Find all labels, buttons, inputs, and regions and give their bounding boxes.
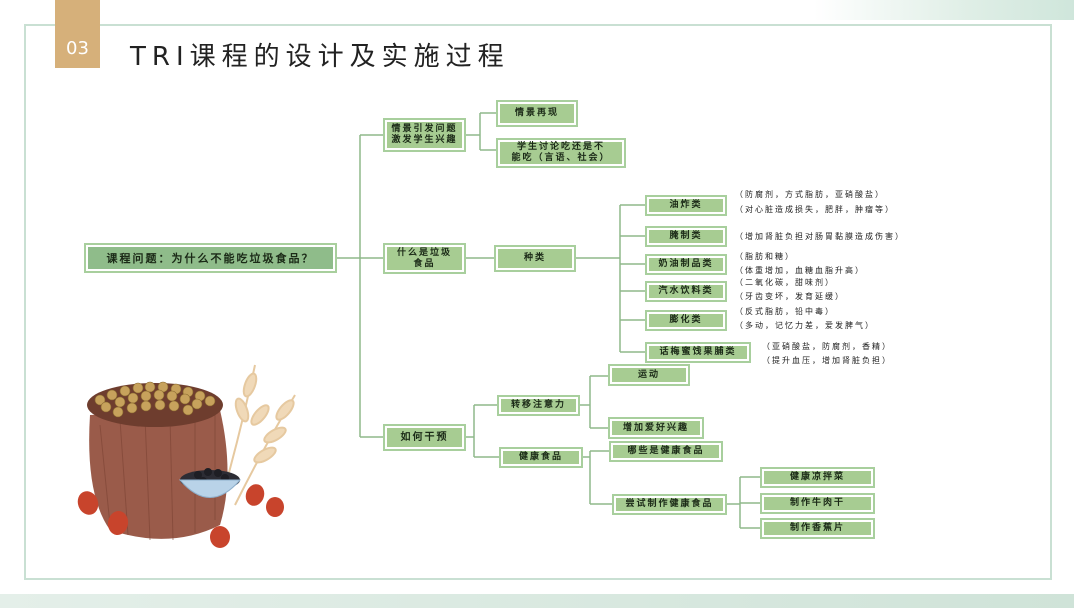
slide-title: TRI课程的设计及实施过程 xyxy=(130,42,510,72)
node-healthy-food: 健康食品 xyxy=(499,447,583,468)
note-fried-2: （对心脏造成损失，肥胖，肿瘤等） xyxy=(735,205,895,214)
root-node-label: 课程问题：为什么不能吃垃圾食品？ xyxy=(88,247,333,269)
branch-scenario-label: 情景引发问题 激发学生兴趣 xyxy=(387,122,462,148)
node-soda: 汽水饮料类 xyxy=(645,281,727,302)
node-hobbies: 增加爱好兴趣 xyxy=(608,417,704,439)
node-try-making: 尝试制作健康食品 xyxy=(612,494,727,515)
section-number-badge: 03 xyxy=(55,0,100,68)
node-banana-chips: 制作香蕉片 xyxy=(760,518,875,539)
soybean-basket-illustration xyxy=(77,364,296,548)
note-cream-2: （体重增加，血糖血脂升高） xyxy=(735,266,865,275)
bottom-decoration xyxy=(0,594,1074,608)
node-puffed: 膨化类 xyxy=(645,310,727,331)
node-what-healthy: 哪些是健康食品 xyxy=(609,441,723,462)
node-banana-chips-label: 制作香蕉片 xyxy=(764,522,871,535)
note-puffed-2: （多动，记忆力差，爱发脾气） xyxy=(735,321,875,330)
slide-frame xyxy=(24,24,1052,580)
branch-junk-food-label: 什么是垃圾 食品 xyxy=(387,247,462,270)
node-fried-label: 油炸类 xyxy=(649,199,723,212)
node-cream: 奶油制品类 xyxy=(645,254,727,275)
node-student-discussion: 学生讨论吃还是不 能吃（言语、社会） xyxy=(496,138,626,168)
branch-scenario: 情景引发问题 激发学生兴趣 xyxy=(383,118,466,152)
node-preserved-label: 话梅蜜饯果脯类 xyxy=(649,346,747,359)
node-try-making-label: 尝试制作健康食品 xyxy=(616,498,723,511)
node-what-healthy-label: 哪些是健康食品 xyxy=(613,445,719,458)
note-preserved-1: （亚硝酸盐，防腐剂，香精） xyxy=(762,342,892,351)
note-puffed-1: （反式脂肪，铅中毒） xyxy=(735,307,835,316)
node-divert-attention: 转移注意力 xyxy=(497,395,580,416)
node-divert-attention-label: 转移注意力 xyxy=(501,399,576,412)
node-category: 种类 xyxy=(494,245,576,272)
root-node: 课程问题：为什么不能吃垃圾食品？ xyxy=(84,243,337,273)
node-salad-label: 健康凉拌菜 xyxy=(764,471,871,484)
note-pickled-1: （增加肾脏负担对肠胃黏膜造成伤害） xyxy=(735,232,905,241)
node-category-label: 种类 xyxy=(498,249,572,268)
node-puffed-label: 膨化类 xyxy=(649,314,723,327)
node-scene-replay-label: 情景再现 xyxy=(500,104,574,123)
node-pickled: 腌制类 xyxy=(645,226,727,247)
node-student-discussion-label: 学生讨论吃还是不 能吃（言语、社会） xyxy=(500,142,622,164)
node-salad: 健康凉拌菜 xyxy=(760,467,875,488)
node-hobbies-label: 增加爱好兴趣 xyxy=(612,421,700,435)
note-soda-1: （二氧化碳，甜味剂） xyxy=(735,278,835,287)
node-beef-jerky: 制作牛肉干 xyxy=(760,493,875,514)
top-right-decoration xyxy=(814,0,1074,20)
node-fried: 油炸类 xyxy=(645,195,727,216)
node-cream-label: 奶油制品类 xyxy=(649,258,723,271)
note-preserved-2: （提升血压，增加肾脏负担） xyxy=(762,356,892,365)
node-beef-jerky-label: 制作牛肉干 xyxy=(764,497,871,510)
note-fried-1: （防腐剂，方式脂肪，亚硝酸盐） xyxy=(735,190,885,199)
node-pickled-label: 腌制类 xyxy=(649,230,723,243)
node-exercise-label: 运动 xyxy=(612,368,686,382)
note-soda-2: （牙齿变坏，发育延缓） xyxy=(735,292,845,301)
branch-intervention-label: 如何干预 xyxy=(387,428,462,447)
node-preserved: 话梅蜜饯果脯类 xyxy=(645,342,751,363)
node-healthy-food-label: 健康食品 xyxy=(503,451,579,464)
node-soda-label: 汽水饮料类 xyxy=(649,285,723,298)
node-exercise: 运动 xyxy=(608,364,690,386)
note-cream-1: （脂肪和糖） xyxy=(735,252,795,261)
branch-intervention: 如何干预 xyxy=(383,424,466,451)
branch-junk-food: 什么是垃圾 食品 xyxy=(383,243,466,274)
node-scene-replay: 情景再现 xyxy=(496,100,578,127)
